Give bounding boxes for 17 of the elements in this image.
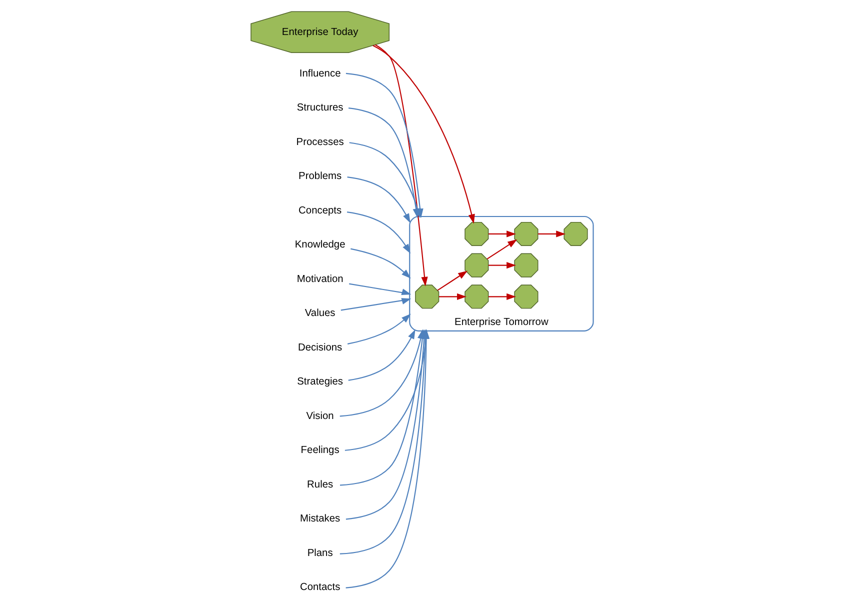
node-text: Values [304,308,335,320]
node-text: Problems [298,171,342,182]
node-text: Influence [298,68,340,80]
node-text: Decisions [297,342,342,354]
node-text: Mistakes [299,514,340,525]
node-text: Knowledge [294,240,345,251]
node-label: Enterprise Tomorrow [454,317,548,328]
node-text: Strategies [296,376,343,388]
node-text: Processes [296,136,344,148]
node-text: Vision [306,410,334,422]
node-text: Concepts [298,205,342,216]
node-text: Feelings [300,445,339,456]
node-text: Structures [296,102,343,114]
node-text: Rules [306,479,333,490]
node-text: Plans [306,548,332,559]
node-text: Contacts [299,582,340,594]
node-text: Motivation [296,274,343,285]
